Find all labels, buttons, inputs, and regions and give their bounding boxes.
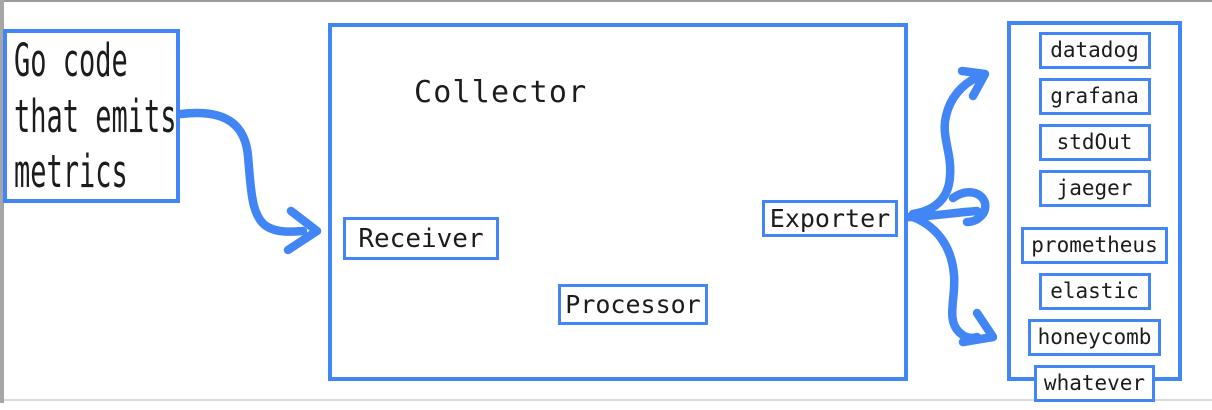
window-top-edge: [0, 0, 1212, 2]
processor-box: Processor: [558, 284, 708, 325]
arrow-fanout-up: [908, 66, 990, 219]
source-text-line-3: metrics: [14, 145, 128, 198]
arrow-exporter-to-destinations: [894, 188, 990, 227]
collector-title: Collector: [414, 75, 588, 110]
destination-datadog: datadog: [1038, 32, 1151, 69]
source-box: Go code that emits metrics: [3, 29, 180, 203]
destination-jaeger: jaeger: [1038, 170, 1151, 207]
source-text-line-2: that emits: [14, 89, 177, 143]
destinations-box: datadog grafana stdOut jaeger prometheus…: [1007, 21, 1182, 402]
destination-elastic: elastic: [1038, 273, 1151, 310]
arrow-fanout-down: [908, 212, 998, 347]
source-label: Go code that emits metrics: [14, 33, 189, 200]
page-bottom-edge: [4, 399, 1212, 401]
destination-grafana: grafana: [1038, 78, 1151, 115]
destination-whatever: whatever: [1033, 365, 1156, 402]
arrow-source-to-receiver: [176, 108, 322, 255]
exporter-box: Exporter: [762, 200, 898, 237]
destination-prometheus: prometheus: [1021, 227, 1168, 264]
receiver-box: Receiver: [343, 217, 499, 260]
destination-stdout: stdOut: [1038, 124, 1151, 161]
source-text-line-1: Go code: [14, 34, 128, 87]
destination-honeycomb: honeycomb: [1027, 319, 1162, 356]
window-left-edge: [0, 0, 4, 403]
